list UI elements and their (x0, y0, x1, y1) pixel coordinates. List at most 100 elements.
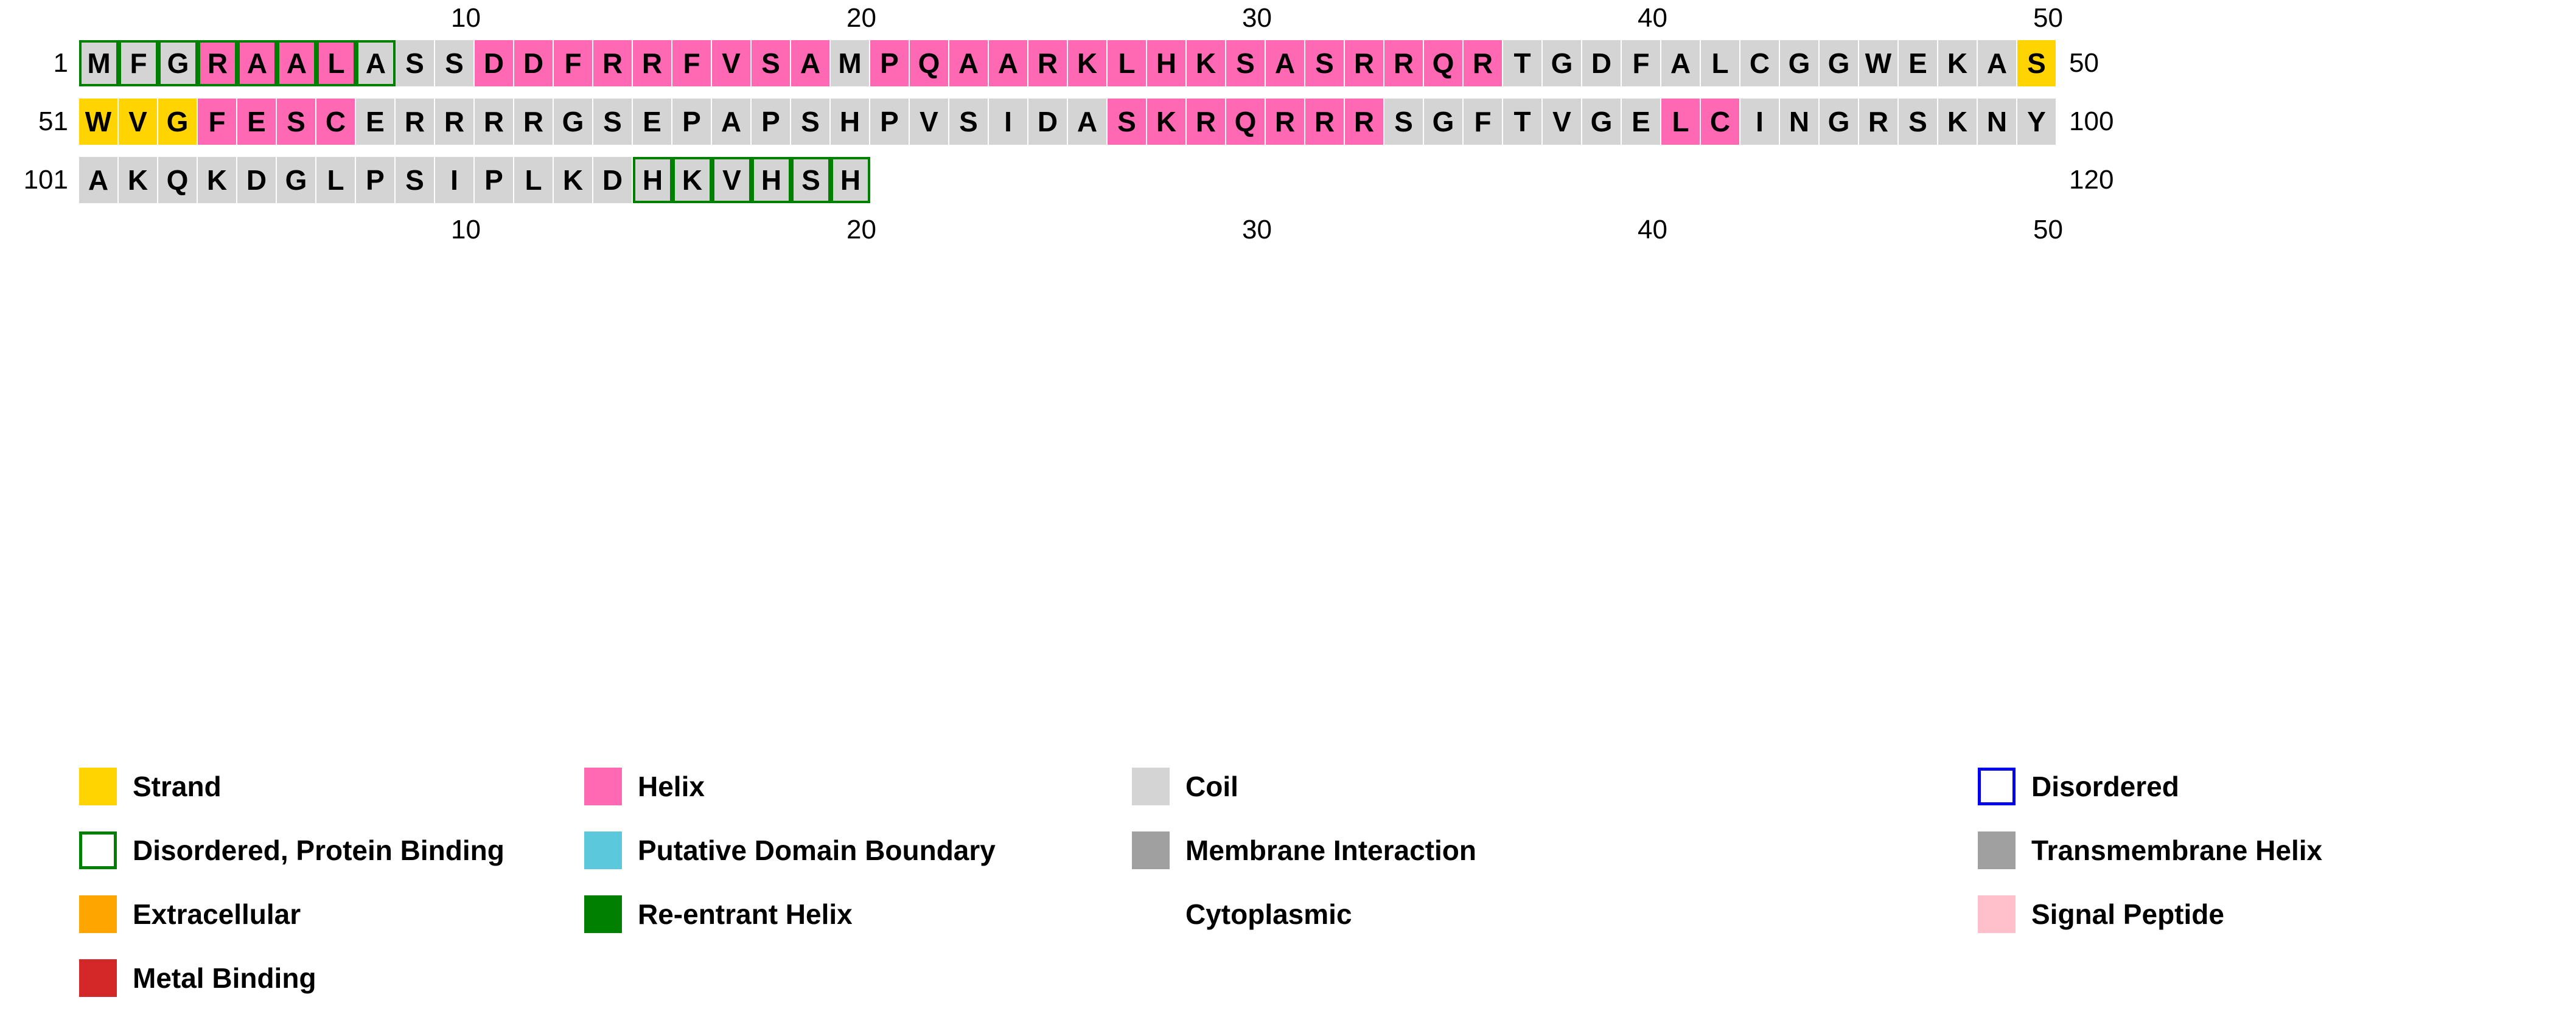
residue-cell[interactable]: R (593, 40, 632, 86)
residue-cell[interactable]: R (1187, 99, 1225, 145)
residue-cell[interactable]: G (277, 157, 315, 203)
residue-cell[interactable]: S (1899, 99, 1937, 145)
residue-cell[interactable]: A (791, 40, 829, 86)
residue-cell[interactable]: D (475, 40, 513, 86)
residue-cell[interactable]: K (119, 157, 157, 203)
residue-cell[interactable]: K (1147, 99, 1185, 145)
residue-cell[interactable]: R (1345, 99, 1383, 145)
residue-cell[interactable]: L (316, 40, 356, 86)
residue-cell[interactable]: S (752, 40, 790, 86)
residue-cell[interactable]: W (1859, 40, 1897, 86)
legend-item[interactable]: Cytoplasmic (1132, 895, 1978, 933)
residue-cell[interactable]: G (1582, 99, 1621, 145)
residue-cell[interactable]: A (989, 40, 1027, 86)
residue-cell[interactable]: D (593, 157, 632, 203)
residue-cell[interactable]: R (435, 99, 473, 145)
residue-cell[interactable]: R (475, 99, 513, 145)
residue-cell[interactable]: R (514, 99, 553, 145)
residue-cell[interactable]: L (316, 157, 355, 203)
residue-cell[interactable]: L (1661, 99, 1700, 145)
residue-cell[interactable]: S (396, 157, 434, 203)
residue-cell[interactable]: F (554, 40, 592, 86)
residue-cell[interactable]: Q (158, 157, 197, 203)
residue-cell[interactable]: S (1226, 40, 1265, 86)
legend-item[interactable]: Helix (584, 767, 1132, 805)
residue-cell[interactable]: G (1543, 40, 1581, 86)
residue-cell[interactable]: S (949, 99, 988, 145)
residue-cell[interactable]: Q (1424, 40, 1462, 86)
residue-cell[interactable]: K (1187, 40, 1225, 86)
residue-cell[interactable]: P (356, 157, 394, 203)
residue-cell[interactable]: K (198, 157, 236, 203)
residue-cell[interactable]: S (791, 157, 831, 203)
residue-cell[interactable]: P (870, 40, 909, 86)
residue-cell[interactable]: K (1068, 40, 1106, 86)
residue-cell[interactable]: R (198, 40, 237, 86)
residue-cell[interactable]: S (593, 99, 632, 145)
residue-cell[interactable]: V (712, 157, 752, 203)
residue-cell[interactable]: A (949, 40, 988, 86)
legend-item[interactable]: Coil (1132, 767, 1978, 805)
residue-cell[interactable]: A (1068, 99, 1106, 145)
residue-cell[interactable]: D (1582, 40, 1621, 86)
legend-item[interactable]: Disordered (1978, 767, 2513, 805)
residue-cell[interactable]: H (1147, 40, 1185, 86)
residue-cell[interactable]: F (1622, 40, 1660, 86)
residue-cell[interactable]: R (1859, 99, 1897, 145)
residue-cell[interactable]: F (672, 40, 711, 86)
residue-cell[interactable]: G (1820, 99, 1858, 145)
legend-item[interactable]: Transmembrane Helix (1978, 831, 2513, 869)
residue-cell[interactable]: C (316, 99, 355, 145)
residue-cell[interactable]: V (1543, 99, 1581, 145)
residue-cell[interactable]: E (633, 99, 671, 145)
residue-cell[interactable]: A (712, 99, 750, 145)
residue-cell[interactable]: K (1938, 99, 1977, 145)
residue-cell[interactable]: R (1384, 40, 1423, 86)
residue-cell[interactable]: E (1899, 40, 1937, 86)
residue-cell[interactable]: A (277, 40, 316, 86)
residue-cell[interactable]: P (870, 99, 909, 145)
residue-cell[interactable]: N (1978, 99, 2016, 145)
residue-cell[interactable]: Q (1226, 99, 1265, 145)
residue-cell[interactable]: P (752, 99, 790, 145)
residue-cell[interactable]: S (435, 40, 473, 86)
residue-cell[interactable]: F (1464, 99, 1502, 145)
residue-cell[interactable]: L (1701, 40, 1739, 86)
residue-cell[interactable]: A (1978, 40, 2016, 86)
residue-cell[interactable]: I (989, 99, 1027, 145)
residue-cell[interactable]: N (1780, 99, 1818, 145)
residue-cell[interactable]: H (831, 99, 869, 145)
residue-cell[interactable]: S (396, 40, 434, 86)
residue-cell[interactable]: G (554, 99, 592, 145)
residue-cell[interactable]: A (1266, 40, 1304, 86)
residue-cell[interactable]: S (1384, 99, 1423, 145)
residue-cell[interactable]: D (1028, 99, 1067, 145)
residue-cell[interactable]: F (198, 99, 236, 145)
residue-cell[interactable]: T (1503, 40, 1541, 86)
residue-cell[interactable]: P (672, 99, 711, 145)
residue-cell[interactable]: M (831, 40, 869, 86)
residue-cell[interactable]: M (79, 40, 119, 86)
residue-cell[interactable]: V (712, 40, 750, 86)
residue-cell[interactable]: A (356, 40, 396, 86)
residue-cell[interactable]: F (119, 40, 158, 86)
residue-cell[interactable]: H (752, 157, 791, 203)
residue-cell[interactable]: V (910, 99, 948, 145)
residue-cell[interactable]: A (79, 157, 117, 203)
residue-cell[interactable]: S (277, 99, 315, 145)
residue-cell[interactable]: R (1305, 99, 1344, 145)
residue-cell[interactable]: I (1740, 99, 1779, 145)
residue-cell[interactable]: E (237, 99, 276, 145)
residue-cell[interactable]: S (1108, 99, 1146, 145)
residue-cell[interactable]: D (514, 40, 553, 86)
legend-item[interactable]: Strand (79, 767, 584, 805)
residue-cell[interactable]: I (435, 157, 473, 203)
residue-cell[interactable]: E (1622, 99, 1660, 145)
residue-cell[interactable]: G (158, 99, 197, 145)
residue-cell[interactable]: K (672, 157, 712, 203)
residue-cell[interactable]: P (475, 157, 513, 203)
legend-item[interactable]: Disordered, Protein Binding (79, 831, 584, 869)
residue-cell[interactable]: A (1661, 40, 1700, 86)
residue-cell[interactable]: W (79, 99, 117, 145)
legend-item[interactable]: Re-entrant Helix (584, 895, 1132, 933)
